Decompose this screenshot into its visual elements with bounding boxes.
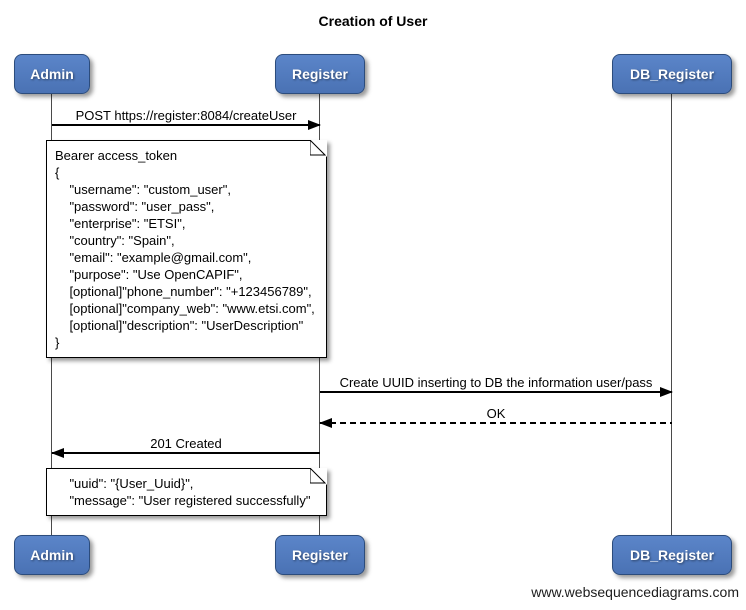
arrowhead-right-icon	[308, 120, 321, 130]
note-line: [optional]"company_web": "www.etsi.com",	[55, 301, 315, 316]
message-line	[320, 387, 673, 397]
message-label: OK	[486, 406, 506, 421]
message-label: 201 Created	[150, 436, 222, 451]
message-201-created: 201 Created	[51, 434, 320, 458]
note-line: "password": "user_pass",	[55, 199, 215, 214]
note-line: }	[55, 335, 60, 350]
message-post-create-user: POST https://register:8084/createUser	[52, 106, 321, 130]
actor-db-register-top: DB_Register	[612, 54, 732, 94]
diagram-title: Creation of User	[318, 13, 428, 29]
actor-register-label: Register	[291, 547, 349, 563]
actor-admin-bottom: Admin	[14, 535, 90, 575]
note-request-body: Bearer access_token { "username": "custo…	[46, 140, 327, 358]
note-line: "enterprise": "ETSI",	[55, 216, 186, 231]
lifeline-db-register	[671, 94, 672, 535]
note-line: Bearer access_token	[55, 148, 178, 163]
actor-register-label: Register	[291, 66, 349, 82]
actor-admin-top: Admin	[14, 54, 90, 94]
note-line: "uuid": "{User_Uuid}",	[55, 476, 194, 491]
actor-register-bottom: Register	[275, 535, 365, 575]
note-line: "purpose": "Use OpenCAPIF",	[55, 267, 243, 282]
note-line: "message": "User registered successfully…	[55, 493, 311, 508]
message-label: POST https://register:8084/createUser	[75, 108, 297, 123]
arrowhead-left-icon	[51, 448, 64, 458]
note-line: "username": "custom_user",	[55, 182, 231, 197]
actor-admin-label: Admin	[30, 547, 74, 563]
message-line-dashed	[319, 418, 672, 428]
message-line	[51, 448, 320, 458]
message-label: Create UUID inserting to DB the informat…	[339, 375, 653, 390]
message-line	[52, 120, 321, 130]
actor-db-register-bottom: DB_Register	[612, 535, 732, 575]
actor-admin-label: Admin	[30, 66, 74, 82]
note-fold-icon	[310, 468, 327, 485]
actor-db-register-label: DB_Register	[629, 66, 715, 82]
note-line: [optional]"phone_number": "+123456789",	[55, 284, 312, 299]
arrowhead-left-icon	[319, 418, 332, 428]
note-line: "email": "example@gmail.com",	[55, 250, 252, 265]
note-fold-icon	[310, 140, 327, 157]
websequencediagrams-credit: www.websequencediagrams.com	[531, 584, 739, 600]
message-ok-reply: OK	[319, 404, 672, 428]
message-create-uuid: Create UUID inserting to DB the informat…	[320, 373, 673, 397]
actor-register-top: Register	[275, 54, 365, 94]
note-line: [optional]"description": "UserDescriptio…	[55, 318, 304, 333]
note-line: {	[55, 165, 60, 180]
actor-db-register-label: DB_Register	[629, 547, 715, 563]
note-response-body: "uuid": "{User_Uuid}", "message": "User …	[46, 468, 327, 516]
arrowhead-right-icon	[660, 387, 673, 397]
note-line: "country": "Spain",	[55, 233, 175, 248]
